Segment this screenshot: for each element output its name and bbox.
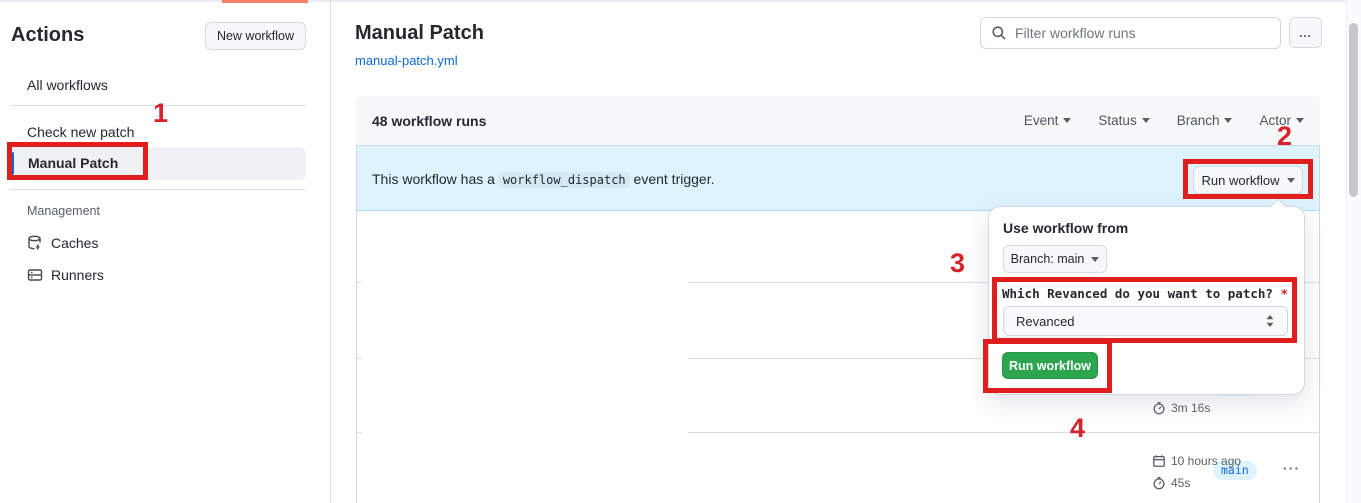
calendar-icon xyxy=(1152,454,1166,468)
annotation-number-1: 1 xyxy=(153,98,169,128)
sidebar-title: Actions xyxy=(11,24,85,46)
revanced-select[interactable]: Revanced xyxy=(1003,306,1288,336)
workflow-dispatch-banner xyxy=(357,146,1319,211)
filter-status[interactable]: Status xyxy=(1098,113,1150,128)
annotation-top-strip xyxy=(222,0,308,3)
row-more-options-button[interactable]: ··· xyxy=(1283,461,1301,476)
active-item-indicator xyxy=(10,152,14,175)
filter-branch[interactable]: Branch xyxy=(1177,113,1233,128)
chevron-down-icon xyxy=(1286,177,1295,183)
sidebar-divider-line xyxy=(10,105,306,106)
sidebar-divider xyxy=(330,0,331,503)
chevron-down-icon xyxy=(1063,118,1072,123)
filter-runs-placeholder: Filter workflow runs xyxy=(1015,25,1136,41)
page-top-border xyxy=(0,0,1361,2)
redacted-run-titles xyxy=(362,212,688,503)
select-chevrons-icon xyxy=(1265,314,1275,328)
chevron-down-icon xyxy=(1141,118,1150,123)
filter-actor[interactable]: Actor xyxy=(1259,113,1304,128)
workflow-dispatch-code: workflow_dispatch xyxy=(498,172,630,188)
popup-title: Use workflow from xyxy=(1003,220,1129,236)
branch-select-button[interactable]: Branch: main xyxy=(1003,245,1107,273)
search-icon xyxy=(991,25,1007,41)
sidebar-item-runners-label: Runners xyxy=(51,267,104,283)
sidebar-item-all-workflows[interactable]: All workflows xyxy=(27,77,108,93)
stopwatch-icon xyxy=(1152,401,1166,415)
sidebar-item-runners[interactable]: Runners xyxy=(27,267,104,283)
workflow-file-link[interactable]: manual-patch.yml xyxy=(355,53,458,68)
management-section-label: Management xyxy=(27,204,100,218)
chevron-down-icon xyxy=(1296,118,1304,123)
workflow-input-label: Which Revanced do you want to patch? * xyxy=(1002,286,1288,301)
runners-icon xyxy=(27,267,43,283)
run-duration: 3m 16s xyxy=(1152,401,1210,415)
chevron-down-icon xyxy=(1224,118,1233,123)
run-start-time: 10 hours ago xyxy=(1152,454,1241,468)
more-options-button[interactable]: … xyxy=(1289,17,1322,48)
runs-filters: Event Status Branch Actor xyxy=(1024,113,1304,128)
sidebar-item-caches[interactable]: Caches xyxy=(27,235,98,251)
cache-icon xyxy=(27,235,43,251)
new-workflow-button[interactable]: New workflow xyxy=(205,22,306,50)
sidebar-divider-line xyxy=(10,189,306,190)
run-duration: 45s xyxy=(1152,476,1190,490)
scrollbar-thumb[interactable] xyxy=(1349,23,1358,197)
page-title: Manual Patch xyxy=(355,22,484,44)
chevron-down-icon xyxy=(1091,256,1100,262)
filter-runs-input[interactable]: Filter workflow runs xyxy=(980,17,1281,49)
workflow-dispatch-banner-text: This workflow has a workflow_dispatch ev… xyxy=(372,171,715,188)
branch-badge[interactable]: main xyxy=(1213,461,1257,480)
sidebar-item-manual-patch[interactable] xyxy=(10,147,306,180)
workflow-runs-count: 48 workflow runs xyxy=(372,112,487,129)
revanced-select-value: Revanced xyxy=(1016,313,1075,329)
run-workflow-dropdown-button[interactable]: Run workflow xyxy=(1193,166,1303,194)
filter-event[interactable]: Event xyxy=(1024,113,1072,128)
stopwatch-icon xyxy=(1152,476,1166,490)
sidebar-item-check-new-patch[interactable]: Check new patch xyxy=(27,124,135,140)
run-workflow-submit-button[interactable]: Run workflow xyxy=(1002,352,1098,379)
runs-panel-header: 48 workflow runs Event Status Branch Act… xyxy=(356,96,1320,146)
sidebar-item-manual-patch-label: Manual Patch xyxy=(28,155,119,171)
required-asterisk: * xyxy=(1280,286,1288,301)
sidebar-item-caches-label: Caches xyxy=(51,235,99,251)
